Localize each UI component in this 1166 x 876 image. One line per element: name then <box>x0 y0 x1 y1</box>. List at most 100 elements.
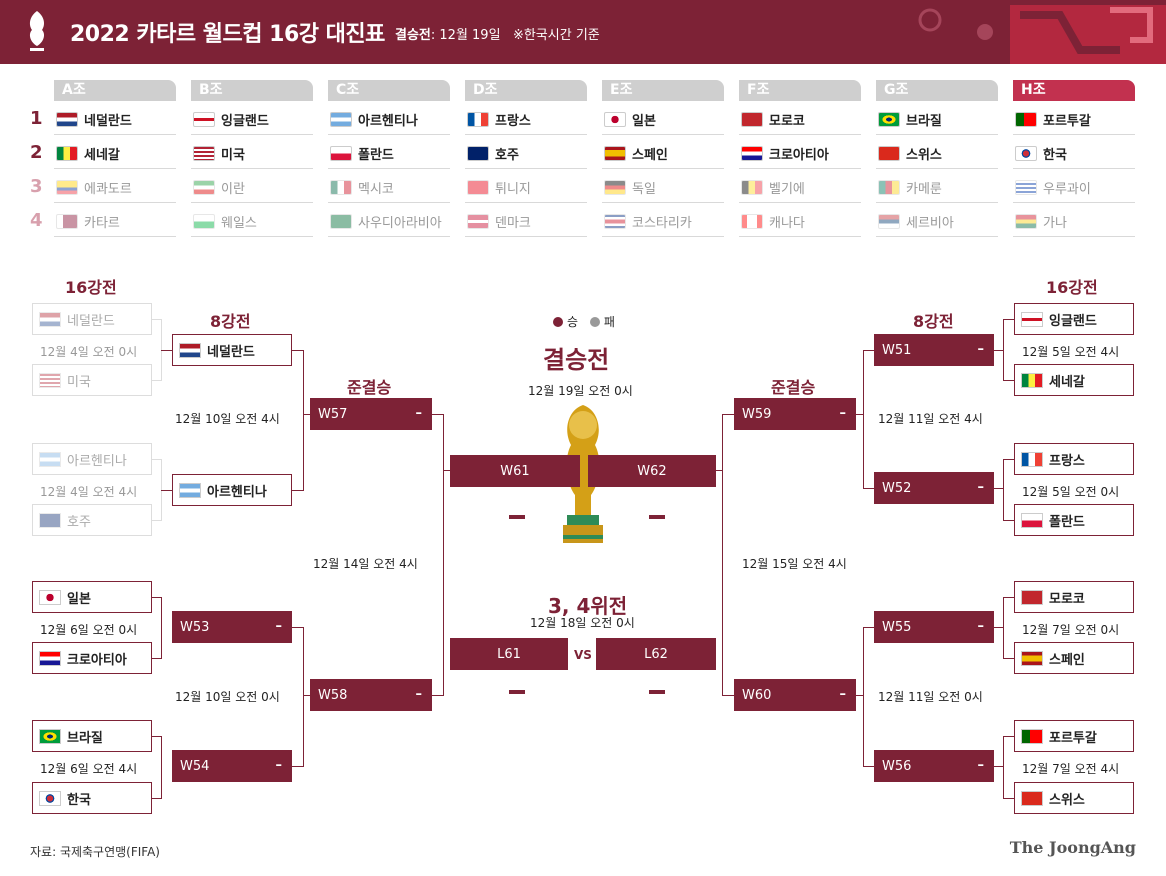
flag-icon <box>56 214 78 229</box>
team-name: 튀니지 <box>495 182 531 197</box>
flag-icon <box>179 342 201 358</box>
bracket-line <box>1003 520 1014 521</box>
match-bar[interactable]: W55 – <box>874 611 994 643</box>
match-bar[interactable]: W57– <box>310 398 432 430</box>
match-bar[interactable]: W51– <box>874 334 994 366</box>
score-dash: – <box>977 480 985 495</box>
bracket-line <box>863 350 864 489</box>
flag-icon <box>1021 512 1043 528</box>
team-box[interactable]: 폴란드 <box>1014 504 1134 536</box>
group-team: 사우디아라비아 <box>328 207 450 237</box>
flag-icon <box>1021 372 1043 388</box>
match-label: W51 <box>882 342 912 358</box>
bracket-line <box>1003 658 1014 659</box>
match-date: 12월 7일 오전 0시 <box>1022 623 1120 637</box>
group-team: 덴마크 <box>465 207 587 237</box>
final-right-bar[interactable]: W62 <box>588 455 716 487</box>
match-bar[interactable]: W52– <box>874 472 994 504</box>
team-box[interactable]: 네덜란드 <box>32 303 152 335</box>
team-name: 브라질 <box>67 730 103 746</box>
group-header: F조 <box>739 80 861 101</box>
flag-icon <box>878 112 900 127</box>
team-box[interactable]: 아르헨티나 <box>172 474 292 506</box>
group-header: G조 <box>876 80 998 101</box>
flag-icon <box>39 372 61 388</box>
w62-label: W62 <box>637 463 667 479</box>
match-bar[interactable]: W60 – <box>734 679 856 711</box>
flag-icon <box>193 214 215 229</box>
flag-icon <box>39 589 61 605</box>
team-box[interactable]: 모로코 <box>1014 581 1134 613</box>
flag-icon <box>467 214 489 229</box>
team-box[interactable]: 호주 <box>32 504 152 536</box>
team-box[interactable]: 미국 <box>32 364 152 396</box>
score-dash: – <box>275 619 283 634</box>
trophy-icon <box>563 405 603 543</box>
match-bar[interactable]: W53– <box>172 611 292 643</box>
team-name: 웨일스 <box>221 216 257 231</box>
match-label: W60 <box>742 687 772 703</box>
match-bar[interactable]: W58– <box>310 679 432 711</box>
team-box[interactable]: 아르헨티나 <box>32 443 152 475</box>
bracket-line <box>152 597 162 598</box>
team-box[interactable]: 네덜란드 <box>172 334 292 366</box>
match-label: W55 <box>882 619 912 635</box>
bracket-line <box>152 459 162 460</box>
match-bar[interactable]: W54– <box>172 750 292 782</box>
group-team: 독일 <box>602 173 724 203</box>
legend-lose: 패 <box>603 315 615 329</box>
match-label: W56 <box>882 758 912 774</box>
bracket-line <box>292 490 304 491</box>
flag-icon <box>193 180 215 195</box>
third-left-bar[interactable]: L61 <box>450 638 568 670</box>
flag-icon <box>1021 451 1043 467</box>
team-name: 호주 <box>67 514 91 530</box>
bracket-line <box>303 627 304 767</box>
bracket-line <box>722 414 734 415</box>
team-name: 포르투갈 <box>1049 730 1097 746</box>
flag-icon <box>741 146 763 161</box>
team-name: 미국 <box>221 148 245 163</box>
flag-icon <box>330 146 352 161</box>
match-bar[interactable]: W59– <box>734 398 856 430</box>
team-name: 세네갈 <box>84 148 120 163</box>
bracket-line <box>994 488 1004 489</box>
right-qf-label: 8강전 <box>913 312 954 331</box>
final-left-bar[interactable]: W61 <box>450 455 580 487</box>
team-box[interactable]: 스위스 <box>1014 782 1134 814</box>
bracket-line <box>722 414 723 696</box>
flag-icon <box>56 180 78 195</box>
score-dash: – <box>839 687 847 702</box>
team-box[interactable]: 일본 <box>32 581 152 613</box>
team-box[interactable]: 프랑스 <box>1014 443 1134 475</box>
score-dash: – <box>839 406 847 421</box>
team-name: 일본 <box>632 114 656 129</box>
team-box[interactable]: 브라질 <box>32 720 152 752</box>
flag-icon <box>467 180 489 195</box>
flag-icon <box>1021 311 1043 327</box>
bracket-line <box>863 488 874 489</box>
team-box[interactable]: 포르투갈 <box>1014 720 1134 752</box>
score-dash: – <box>977 619 985 634</box>
third-right-bar[interactable]: L62 <box>596 638 716 670</box>
match-bar[interactable]: W56– <box>874 750 994 782</box>
team-name: 캐나다 <box>769 216 805 231</box>
bracket-line <box>863 350 874 351</box>
bracket-line <box>292 627 304 628</box>
score-dash: – <box>415 687 423 702</box>
bracket-line <box>722 695 734 696</box>
team-box[interactable]: 한국 <box>32 782 152 814</box>
group-team: 세네갈 <box>54 139 176 169</box>
team-box[interactable]: 세네갈 <box>1014 364 1134 396</box>
bracket-line <box>863 627 864 767</box>
flag-icon <box>1015 214 1037 229</box>
w61-label: W61 <box>500 463 530 479</box>
team-name: 가나 <box>1043 216 1067 231</box>
match-date: 12월 10일 오전 0시 <box>175 690 280 704</box>
group-team: 튀니지 <box>465 173 587 203</box>
team-box[interactable]: 크로아티아 <box>32 642 152 674</box>
flag-icon <box>604 180 626 195</box>
team-box[interactable]: 잉글랜드 <box>1014 303 1134 335</box>
team-box[interactable]: 스페인 <box>1014 642 1134 674</box>
team-name: 네덜란드 <box>207 344 255 360</box>
